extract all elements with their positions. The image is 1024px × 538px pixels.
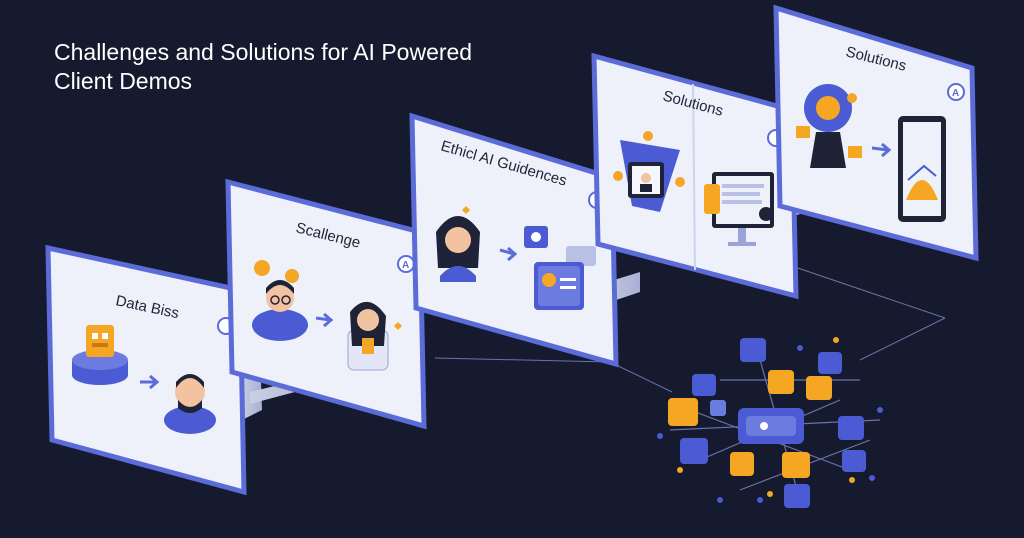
panel-solutions-2: Solutions A (773, 4, 979, 262)
page-title: Challenges and Solutions for AI Powered … (54, 39, 473, 94)
panel-solutions-1: Solutions (591, 52, 799, 300)
ai-network-cluster (657, 337, 883, 508)
person-glasses-icon (252, 260, 308, 341)
tablet-chart-icon (898, 116, 946, 222)
arrow-right-icon (315, 312, 334, 328)
node-icon (806, 376, 832, 400)
arrow-right-icon (871, 142, 892, 158)
node-icon (842, 450, 866, 472)
monitor-icon (704, 172, 774, 246)
sparkle-icon (462, 206, 470, 214)
panel-ethical-ai-guidelines: Ethicl AI Guidences (409, 112, 619, 368)
person-woman-icon (347, 301, 402, 371)
panel-divider (692, 83, 696, 271)
arrow-right-icon (499, 246, 518, 262)
chat-window-icon (524, 226, 596, 310)
node-icon (838, 416, 864, 440)
node-icon (768, 370, 794, 394)
target-network-icon (613, 131, 685, 212)
chat-bubble-icon (254, 260, 270, 276)
badge-label: A (402, 260, 409, 271)
badge (947, 83, 965, 101)
badge-label: A (952, 88, 959, 99)
person-woman-icon (436, 206, 480, 282)
node-icon (740, 338, 766, 362)
chat-bubble-icon (285, 269, 299, 283)
node-icon (818, 352, 842, 374)
sparkle-icon (394, 322, 402, 330)
node-icon (710, 400, 726, 416)
arrow-right-icon (140, 374, 160, 390)
panel-challenge: Scallenge A (225, 178, 427, 430)
connector-lines (434, 261, 946, 393)
node-icon (668, 398, 698, 426)
target-trophy-icon (796, 84, 862, 168)
network-dots (657, 345, 883, 503)
network-dots (677, 337, 855, 497)
node-icon (782, 452, 810, 478)
node-icon (680, 438, 708, 464)
person-man-icon (164, 374, 216, 434)
panel-data-bias: Data Biss (45, 244, 247, 496)
data-stack-icon (72, 325, 128, 385)
node-icon (784, 484, 810, 508)
node-icon (730, 452, 754, 476)
node-icon (692, 374, 716, 396)
